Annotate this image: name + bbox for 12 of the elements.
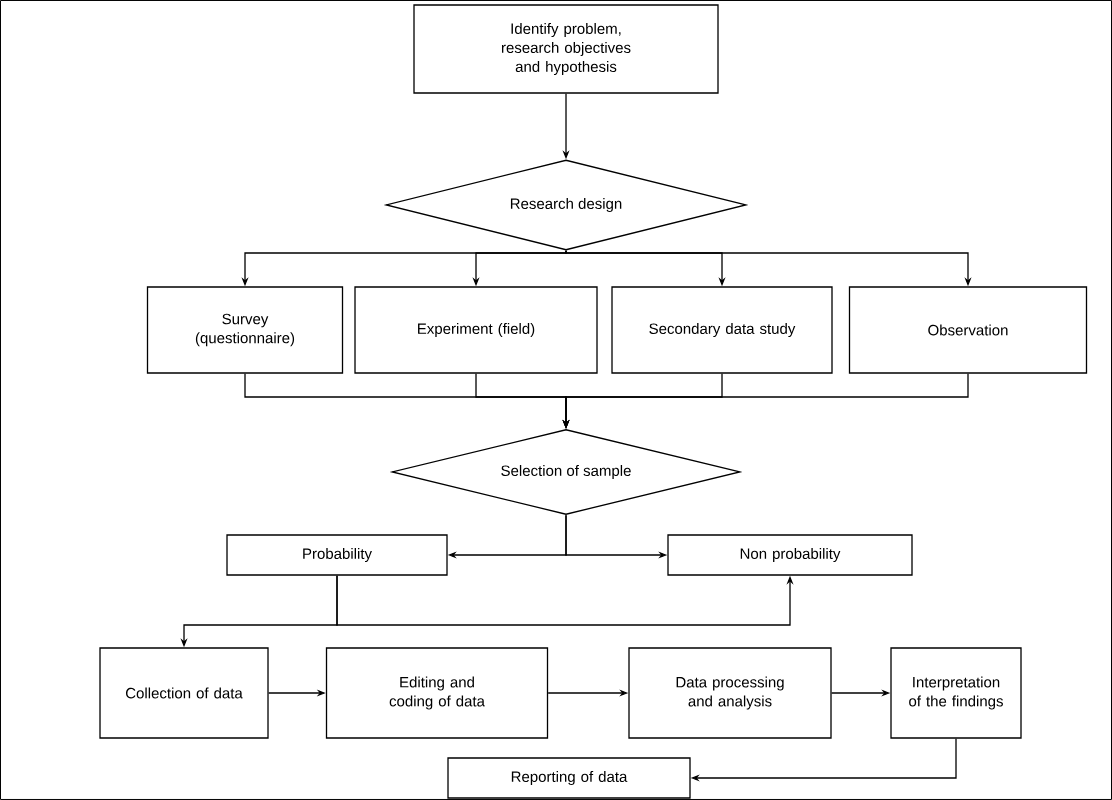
- process-box: Collection of data: [99, 647, 269, 739]
- process-box: Identify problem, research objectives and hypothesis: [413, 4, 719, 94]
- process-box: Observation: [848, 286, 1088, 374]
- process-box: Data processing and analysis: [628, 647, 832, 739]
- process-box: Experiment (field): [354, 286, 598, 374]
- process-box: Survey (questionnaire): [146, 286, 344, 374]
- process-box: Editing and coding of data: [325, 647, 549, 739]
- process-box: Non probability: [667, 534, 913, 576]
- process-box: Secondary data study: [611, 286, 833, 374]
- process-box: Probability: [226, 534, 448, 576]
- process-box: Interpretation of the findings: [890, 647, 1022, 739]
- process-box: Reporting of data: [447, 757, 691, 799]
